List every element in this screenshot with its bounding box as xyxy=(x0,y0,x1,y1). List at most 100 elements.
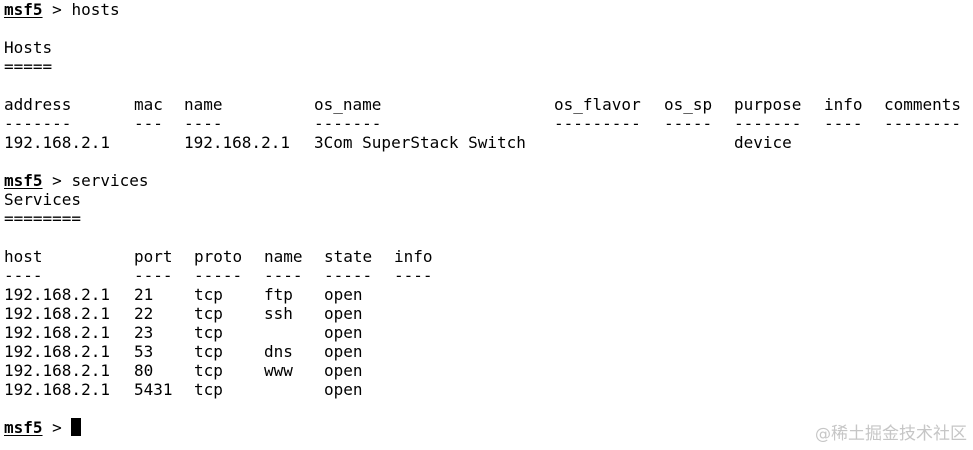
prompt-label: msf5 xyxy=(4,171,43,190)
services-header-cell-5: info xyxy=(394,247,433,266)
hosts-header-cell-0: address xyxy=(4,95,72,114)
services-table-cell-3: ftp xyxy=(264,285,293,304)
services-table-cell-2: tcp xyxy=(194,342,223,361)
services-table-cell-0: 192.168.2.1 xyxy=(4,285,110,304)
services-table-cell-1: 80 xyxy=(134,361,154,380)
services-table-cell-0: 192.168.2.1 xyxy=(4,304,110,323)
watermark-text: 稀土掘金技术社区 xyxy=(831,424,967,444)
services-title-underline: ======== xyxy=(4,209,82,228)
services-table-cell-0: 192.168.2.1 xyxy=(4,380,110,399)
watermark: @稀土掘金技术社区 xyxy=(815,419,967,444)
prompt-label: msf5 xyxy=(4,0,43,19)
services-table-row: 192.168.2.1 22 tcp ssh open xyxy=(4,304,969,323)
blank-line xyxy=(4,399,969,418)
services-underline-cell-4: ----- xyxy=(324,266,373,285)
blank-line xyxy=(4,76,969,95)
services-header-underline-row: -------------------------- xyxy=(4,266,969,285)
hosts-header-cell-7: info xyxy=(824,95,863,114)
services-table-cell-4: open xyxy=(324,342,363,361)
hosts-table: address mac name os_name os_flavor os_sp purpo… xyxy=(4,95,969,152)
hosts-header-row: address mac name os_name os_flavor os_sp purpo… xyxy=(4,95,969,114)
hosts-header-cell-2: name xyxy=(184,95,223,114)
services-table-cell-2: tcp xyxy=(194,323,223,342)
services-header-cell-0: host xyxy=(4,247,43,266)
hosts-underline-cell-1: --- xyxy=(134,114,163,133)
blank-line xyxy=(4,228,969,247)
services-table-cell-1: 53 xyxy=(134,342,154,361)
hosts-underline-cell-4: --------- xyxy=(554,114,641,133)
services-title: Services xyxy=(4,190,82,209)
terminal-output[interactable]: msf5 > hosts Hosts ===== address mac name o… xyxy=(4,0,969,437)
blank-line xyxy=(4,19,969,38)
services-table-cell-4: open xyxy=(324,285,363,304)
services-table-cell-3: www xyxy=(264,361,293,380)
services-table-cell-2: tcp xyxy=(194,304,223,323)
services-underline-cell-5: ---- xyxy=(394,266,433,285)
hosts-header-cell-8: comments xyxy=(884,95,962,114)
hosts-table-cell-2: 192.168.2.1 xyxy=(184,133,290,152)
hosts-table-row: 192.168.2.1 192.168.2.1 3Com SuperStack Sw… xyxy=(4,133,969,152)
blank-line xyxy=(4,152,969,171)
hosts-underline-cell-2: ---- xyxy=(184,114,223,133)
services-table-cell-2: tcp xyxy=(194,285,223,304)
prompt-arrow: > xyxy=(52,0,62,19)
services-underline-cell-2: ----- xyxy=(194,266,243,285)
hosts-table-cell-0: 192.168.2.1 xyxy=(4,133,110,152)
services-table-cell-0: 192.168.2.1 xyxy=(4,342,110,361)
services-header-cell-4: state xyxy=(324,247,373,266)
hosts-header-cell-3: os_name xyxy=(314,95,382,114)
services-table-row: 192.168.2.1 80 tcp www open xyxy=(4,361,969,380)
watermark-at-symbol: @ xyxy=(815,424,831,443)
services-table-cell-2: tcp xyxy=(194,361,223,380)
services-table-cell-1: 21 xyxy=(134,285,154,304)
services-table-cell-0: 192.168.2.1 xyxy=(4,361,110,380)
command-line-hosts: msf5 > hosts xyxy=(4,0,969,19)
command-line-current[interactable]: msf5 > xyxy=(4,418,969,437)
services-table-cell-4: open xyxy=(324,304,363,323)
services-table-row: 192.168.2.1 21 tcp ftp open xyxy=(4,285,969,304)
command-line-services: msf5 > services xyxy=(4,171,969,190)
hosts-header-underline-row: ----------------------------------------… xyxy=(4,114,969,133)
services-underline-cell-3: ---- xyxy=(264,266,303,285)
hosts-header-cell-5: os_sp xyxy=(664,95,713,114)
services-table-cell-1: 5431 xyxy=(134,380,173,399)
services-table-cell-4: open xyxy=(324,361,363,380)
services-table-row: 192.168.2.1 5431 tcp open xyxy=(4,380,969,399)
services-table-cell-3: dns xyxy=(264,342,293,361)
services-header-cell-3: name xyxy=(264,247,303,266)
hosts-underline-cell-5: ----- xyxy=(664,114,713,133)
services-table-cell-1: 22 xyxy=(134,304,154,323)
hosts-header-cell-6: purpose xyxy=(734,95,802,114)
text-cursor[interactable] xyxy=(71,418,82,436)
hosts-underline-cell-8: -------- xyxy=(884,114,962,133)
hosts-title-underline: ===== xyxy=(4,57,53,76)
hosts-table-cell-3: 3Com SuperStack Switch xyxy=(314,133,526,152)
hosts-underline-cell-3: ------- xyxy=(314,114,382,133)
services-table-cell-2: tcp xyxy=(194,380,223,399)
services-table-row: 192.168.2.1 23 tcp open xyxy=(4,323,969,342)
services-table-cell-3: ssh xyxy=(264,304,293,323)
services-table-cell-1: 23 xyxy=(134,323,154,342)
services-header-cell-1: port xyxy=(134,247,173,266)
command-text: hosts xyxy=(71,0,120,19)
services-underline-cell-0: ---- xyxy=(4,266,43,285)
services-table-cell-0: 192.168.2.1 xyxy=(4,323,110,342)
services-table-cell-4: open xyxy=(324,323,363,342)
services-header-cell-2: proto xyxy=(194,247,243,266)
hosts-header-cell-1: mac xyxy=(134,95,163,114)
hosts-header-cell-4: os_flavor xyxy=(554,95,641,114)
prompt-label: msf5 xyxy=(4,418,43,437)
hosts-underline-cell-6: ------- xyxy=(734,114,802,133)
command-text: services xyxy=(71,171,149,190)
hosts-title: Hosts xyxy=(4,38,53,57)
hosts-table-cell-6: device xyxy=(734,133,792,152)
prompt-arrow: > xyxy=(52,171,62,190)
services-table-cell-4: open xyxy=(324,380,363,399)
services-table-row: 192.168.2.1 53 tcp dns open xyxy=(4,342,969,361)
hosts-underline-cell-7: ---- xyxy=(824,114,863,133)
prompt-arrow: > xyxy=(52,418,62,437)
services-header-row: host port proto name state info xyxy=(4,247,969,266)
services-underline-cell-1: ---- xyxy=(134,266,173,285)
hosts-underline-cell-0: ------- xyxy=(4,114,72,133)
